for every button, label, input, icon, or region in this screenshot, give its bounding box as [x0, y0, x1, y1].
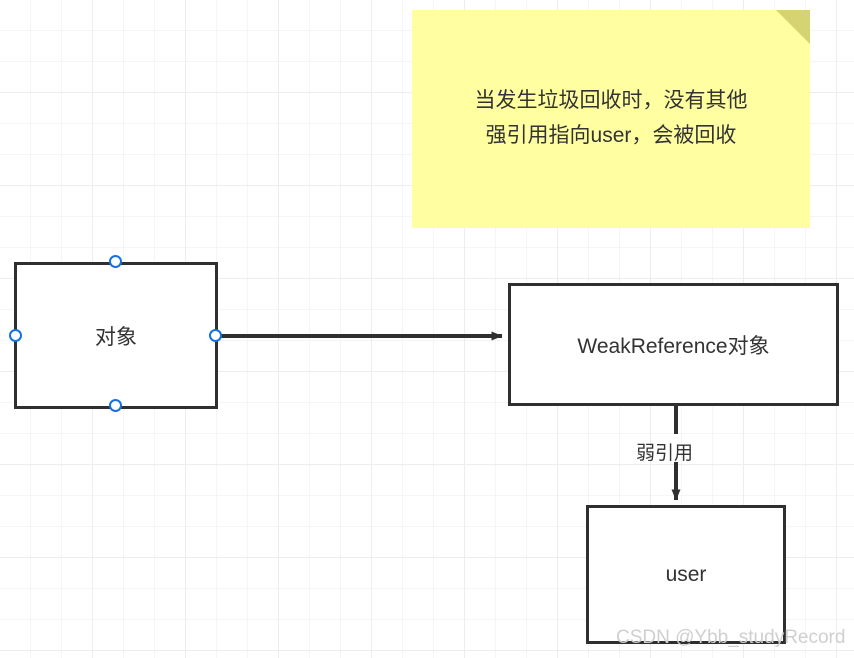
node-weakreference-label: WeakReference对象: [577, 334, 770, 358]
sticky-note-fold-icon: [776, 10, 810, 44]
handle-object-top[interactable]: [109, 255, 122, 268]
node-object[interactable]: 对象: [14, 262, 218, 409]
node-weakreference[interactable]: WeakReference对象: [508, 283, 839, 406]
sticky-note[interactable]: 当发生垃圾回收时，没有其他 强引用指向user，会被回收: [412, 10, 810, 228]
handle-object-right[interactable]: [209, 329, 222, 342]
handle-object-left[interactable]: [9, 329, 22, 342]
sticky-note-line-2: 强引用指向user，会被回收: [485, 124, 737, 147]
node-object-label: 对象: [95, 325, 137, 349]
handle-object-bottom[interactable]: [109, 399, 122, 412]
sticky-note-text: 当发生垃圾回收时，没有其他 强引用指向user，会被回收: [412, 10, 810, 228]
watermark: CSDN @Ybb_studyRecord: [616, 627, 846, 648]
edge-label-weak-reference: 弱引用: [636, 443, 694, 464]
node-user-label: user: [665, 562, 707, 586]
sticky-note-line-1: 当发生垃圾回收时，没有其他: [474, 89, 748, 113]
node-user[interactable]: user: [586, 505, 786, 644]
